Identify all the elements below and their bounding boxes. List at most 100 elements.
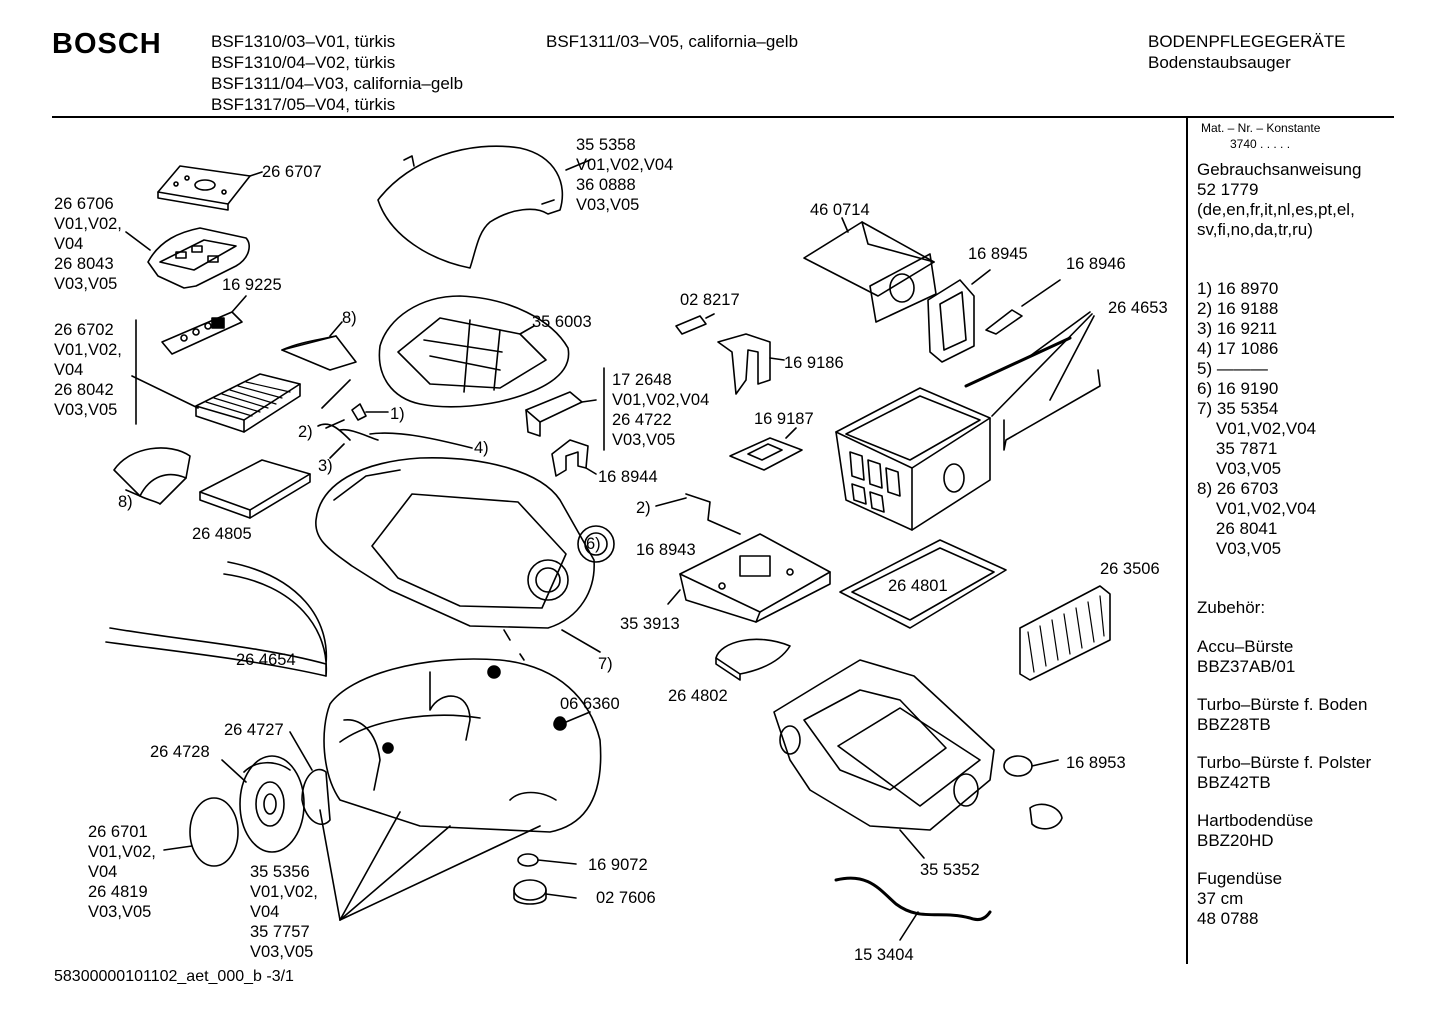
part-bottom-body-drawing — [319, 658, 602, 921]
part-filter-grille-drawing — [131, 373, 301, 433]
exploded-view-drawing — [105, 145, 1111, 941]
part-small-cap-drawing — [554, 716, 566, 728]
footnote: 5) ——— — [1197, 359, 1268, 378]
model-line: BSF1310/03–V01, türkis — [211, 32, 396, 51]
label-16-9187: 16 9187 — [754, 410, 814, 428]
label-26-4728: 26 4728 — [150, 743, 210, 761]
label-note-6: 6) — [586, 535, 601, 553]
part-circuit-board-drawing — [161, 295, 247, 355]
part-small-clip-drawing — [985, 279, 1061, 335]
model-line: BSF1311/04–V03, california–gelb — [211, 74, 464, 93]
label-26-4802: 26 4802 — [668, 687, 728, 705]
footnote: 2) 16 9188 — [1197, 299, 1279, 318]
accessory-name: Hartbodendüse — [1197, 811, 1314, 830]
manual-line: sv,fi,no,da,tr,ru) — [1197, 220, 1313, 239]
manual-line: (de,en,fr,it,nl,es,pt,el, — [1197, 200, 1355, 219]
label-35-3913: 35 3913 — [620, 615, 680, 633]
part-cable-drawing — [834, 876, 992, 941]
category-block: BODENPFLEGEGERÄTE Bodenstaubsauger — [1148, 31, 1345, 73]
accessory-name: Accu–Bürste — [1197, 637, 1294, 656]
footnote: 26 8041 — [1197, 519, 1278, 538]
footnote: 6) 16 9190 — [1197, 379, 1279, 398]
part-cap-lower-drawing — [113, 447, 191, 505]
brand-logo: BOSCH — [52, 28, 162, 60]
header-rule — [52, 116, 1394, 118]
label-26-4801: 26 4801 — [888, 577, 948, 595]
part-swivel-drawing — [513, 853, 577, 905]
footnote: V01,V02,V04 — [1197, 499, 1317, 518]
part-small-frame-drawing — [729, 427, 803, 471]
label-note-7: 7) — [598, 655, 613, 673]
part-latch-drawing — [525, 391, 597, 437]
label-26-4653: 26 4653 — [1108, 299, 1168, 317]
accessory-code: BBZ42TB — [1197, 773, 1271, 792]
part-upper-housing-drawing — [378, 295, 570, 408]
label-26-3506: 26 3506 — [1100, 560, 1160, 578]
part-clip-drawing — [551, 439, 597, 477]
part-cap-upper-drawing — [281, 321, 357, 371]
label-02-7606: 02 7606 — [596, 889, 656, 907]
label-16-8945: 16 8945 — [968, 245, 1028, 263]
part-switch-housing-drawing — [667, 533, 831, 623]
footnote: V03,V05 — [1197, 539, 1282, 558]
model-line: BSF1317/05–V04, türkis — [211, 95, 396, 114]
document-id: 58300000101102_aet_000_b -3/1 — [54, 968, 294, 985]
accessory-code: 48 0788 — [1197, 909, 1259, 928]
model-line: BSF1311/03–V05, california–gelb — [546, 32, 799, 51]
part-hepa-filter-drawing — [1019, 585, 1111, 681]
part-seal-frame-drawing — [839, 539, 1007, 629]
label-16-9186: 16 9186 — [784, 354, 844, 372]
sidebar-divider — [1186, 118, 1188, 964]
label-26-4727: 26 4727 — [224, 721, 284, 739]
model-line: BSF1310/04–V02, türkis — [211, 53, 396, 72]
accessory-code: BBZ37AB/01 — [1197, 657, 1296, 676]
footnote: 7) 35 5354 — [1197, 399, 1279, 418]
accessories-title: Zubehör: — [1197, 598, 1266, 617]
footnote: 8) 26 6703 — [1197, 479, 1279, 498]
mat-number-value: 3740 . . . . . — [1230, 137, 1291, 151]
label-46-0714: 46 0714 — [810, 201, 870, 219]
footnote-list: 1) 16 8970 2) 16 9188 3) 16 9211 4) 17 1… — [1197, 279, 1316, 559]
part-wire-small-drawing — [655, 493, 741, 535]
label-26-4805: 26 4805 — [192, 525, 252, 543]
part-wire-drawing — [964, 311, 1101, 451]
accessory-code: 37 cm — [1197, 889, 1244, 908]
label-35-5352: 35 5352 — [920, 861, 980, 879]
part-small-springs-drawing — [317, 379, 473, 459]
category-title: BODENPFLEGEGERÄTE — [1148, 32, 1346, 51]
accessory-item: Turbo–Bürste f. Polster BBZ42TB — [1197, 753, 1371, 793]
label-16-8943: 16 8943 — [636, 541, 696, 559]
accessories-list: Accu–Bürste BBZ37AB/01 Turbo–Bürste f. B… — [1197, 637, 1371, 947]
part-lid-drawing — [377, 145, 591, 269]
footnote: V03,V05 — [1197, 459, 1282, 478]
label-02-8217: 02 8217 — [680, 291, 740, 309]
part-gasket-strip-drawing — [105, 561, 328, 677]
label-note-2-left: 2) — [298, 423, 313, 441]
part-lower-body-drawing — [773, 659, 995, 859]
manual-block: Gebrauchsanweisung 52 1779 (de,en,fr,it,… — [1197, 160, 1361, 240]
part-handle-cover-drawing — [125, 227, 250, 289]
part-dust-bag-drawing — [803, 217, 937, 323]
part-round-pad-drawing — [715, 638, 791, 681]
manual-line: 52 1779 — [1197, 180, 1259, 199]
model-list-2: BSF1311/03–V05, california–gelb — [546, 31, 798, 52]
part-bag-box-drawing — [835, 387, 991, 531]
label-note-8-lower: 8) — [118, 493, 133, 511]
footnote: V01,V02,V04 — [1197, 419, 1317, 438]
accessory-code: BBZ28TB — [1197, 715, 1271, 734]
footnote: 35 7871 — [1197, 439, 1278, 458]
model-list-1: BSF1310/03–V01, türkis BSF1310/04–V02, t… — [211, 31, 463, 115]
accessory-item: Fugendüse 37 cm 48 0788 — [1197, 869, 1371, 929]
part-bag-holder-drawing — [927, 269, 991, 363]
mat-number-label: Mat. – Nr. – Konstante — [1201, 121, 1321, 135]
label-note-3: 3) — [318, 457, 333, 475]
label-16-8944: 16 8944 — [598, 468, 658, 486]
label-06-6360: 06 6360 — [560, 695, 620, 713]
accessory-name: Fugendüse — [1197, 869, 1283, 888]
part-main-housing-drawing — [315, 457, 601, 661]
part-motor-cap-drawing — [1003, 755, 1063, 830]
part-pin-drawing — [675, 313, 715, 335]
